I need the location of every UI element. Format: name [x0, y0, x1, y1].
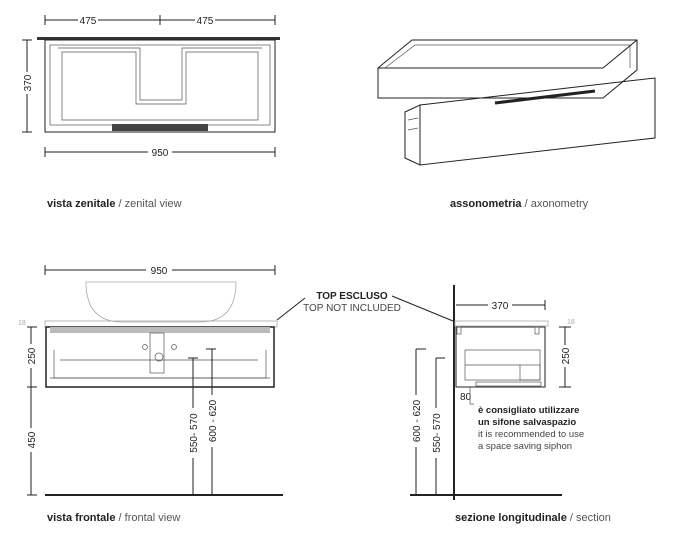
dim-drain-low: 550- 570 [189, 413, 200, 453]
top-excluded-callout: TOP ESCLUSO TOP NOT INCLUDED [276, 291, 454, 322]
caption-zenital: vista zenitale / zenital view [47, 198, 182, 210]
top-excluded-it: TOP ESCLUSO [316, 291, 388, 302]
caption-frontal: vista frontale / frontal view [47, 512, 180, 524]
dim-width: 950 [152, 148, 169, 159]
note-en-1: it is recommended to use [478, 429, 584, 440]
axonometry-view: assonometria / axonometry [377, 39, 656, 210]
dim-left-half: 475 [80, 16, 97, 27]
frontal-view: 950 18 250 450 550- 570 600 - 620 vista … [18, 264, 283, 524]
dim-drain-high: 600 - 620 [208, 399, 219, 442]
dim-depth: 370 [492, 301, 509, 312]
top-excluded-en: TOP NOT INCLUDED [303, 303, 401, 314]
dim-width: 950 [151, 266, 168, 277]
dim-cabinet-height: 250 [27, 347, 38, 364]
dim-offset: 80 [460, 392, 472, 403]
dim-high: 600 - 620 [412, 399, 423, 442]
dim-low: 550- 570 [432, 413, 443, 453]
note-it-2: un sifone salvaspazio [478, 417, 576, 428]
dim-top-thickness: 18 [18, 320, 26, 327]
dim-right-half: 475 [197, 16, 214, 27]
caption-axonometry: assonometria / axonometry [450, 198, 589, 210]
dim-mount-height: 450 [27, 431, 38, 448]
note-en-2: a space saving siphon [478, 441, 572, 452]
section-view: 370 18 250 80 è consigliato utilizzare u… [409, 285, 611, 524]
dim-cabinet-height: 250 [561, 347, 572, 364]
zenital-view: 475 475 370 950 vista zenitale / zenital… [20, 13, 280, 210]
dim-top-thickness: 18 [567, 319, 575, 326]
caption-section: sezione longitudinale / section [455, 512, 611, 524]
note-it-1: è consigliato utilizzare [478, 405, 579, 416]
dim-depth: 370 [23, 74, 34, 91]
